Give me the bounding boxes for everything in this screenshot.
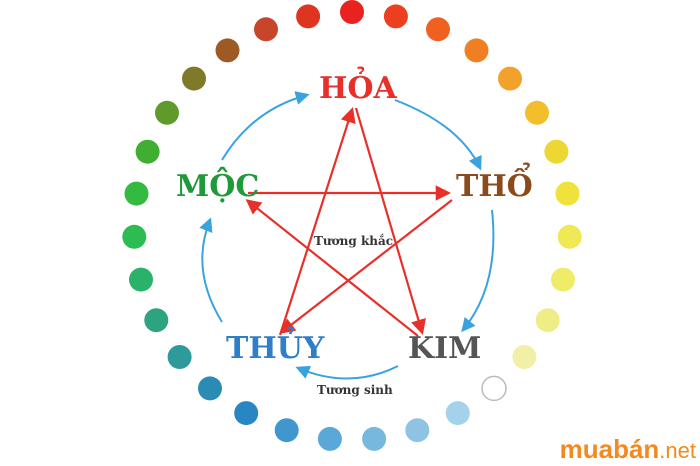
arrow-tho-to-kim — [461, 209, 495, 333]
color-wheel-dot — [124, 181, 149, 206]
label-thuy: THỦY — [226, 331, 325, 366]
color-wheel-dot — [362, 426, 387, 451]
overcoming-label: Tương khắc — [314, 234, 394, 248]
color-wheel-dot — [167, 345, 192, 369]
color-wheel-dot — [525, 100, 549, 125]
color-wheel-dot — [274, 418, 299, 443]
watermark-logo: muabán.net — [560, 436, 696, 462]
color-wheel-dot — [498, 66, 522, 91]
color-wheel-dot — [198, 376, 222, 401]
color-wheel-dot — [544, 139, 569, 164]
watermark-tld: .net — [659, 438, 696, 463]
color-wheel-dot — [557, 224, 582, 249]
color-wheel-dot — [405, 418, 430, 443]
color-wheel-dot — [144, 308, 169, 333]
color-wheel-dot — [445, 401, 470, 426]
arrow-kim-to-thuy — [295, 365, 399, 380]
color-wheel-dot — [215, 38, 240, 63]
color-wheel-dot — [535, 308, 560, 333]
overcoming-cycle — [245, 107, 453, 337]
color-wheel-dot — [464, 38, 489, 63]
label-kim: KIM — [408, 331, 482, 366]
color-wheel — [122, 0, 582, 451]
label-moc: MỘC — [176, 169, 260, 204]
color-wheel-dot — [426, 17, 450, 42]
color-wheel-dot — [155, 100, 179, 125]
color-wheel-dot — [135, 139, 160, 164]
color-wheel-dot — [129, 267, 153, 292]
color-wheel-dot — [512, 345, 537, 369]
color-wheel-dot — [122, 224, 147, 249]
color-wheel-dot — [317, 426, 342, 451]
color-wheel-dot — [340, 0, 364, 24]
arrow-kim-to-moc — [245, 199, 419, 337]
generating-cycle — [199, 91, 495, 380]
arrow-hoa-to-tho — [394, 99, 482, 171]
color-wheel-dot — [481, 375, 507, 402]
arrow-hoa-to-kim — [354, 107, 426, 335]
color-wheel-dot — [254, 17, 278, 42]
color-wheel-dot — [182, 66, 206, 91]
label-tho: THỔ — [456, 169, 533, 204]
arrow-tho-to-thuy — [279, 199, 453, 334]
generating-label: Tương sinh — [317, 383, 393, 397]
color-wheel-dot — [555, 181, 580, 206]
color-wheel-dot — [551, 267, 575, 292]
label-hoa: HỎA — [319, 71, 397, 106]
color-wheel-dot — [296, 4, 321, 29]
arrow-moc-to-hoa — [221, 91, 310, 161]
watermark-brand: muabán — [559, 434, 660, 464]
arrow-thuy-to-moc — [199, 217, 223, 323]
color-wheel-dot — [383, 4, 408, 29]
arrow-thuy-to-hoa — [278, 107, 356, 336]
color-wheel-dot — [234, 401, 259, 426]
